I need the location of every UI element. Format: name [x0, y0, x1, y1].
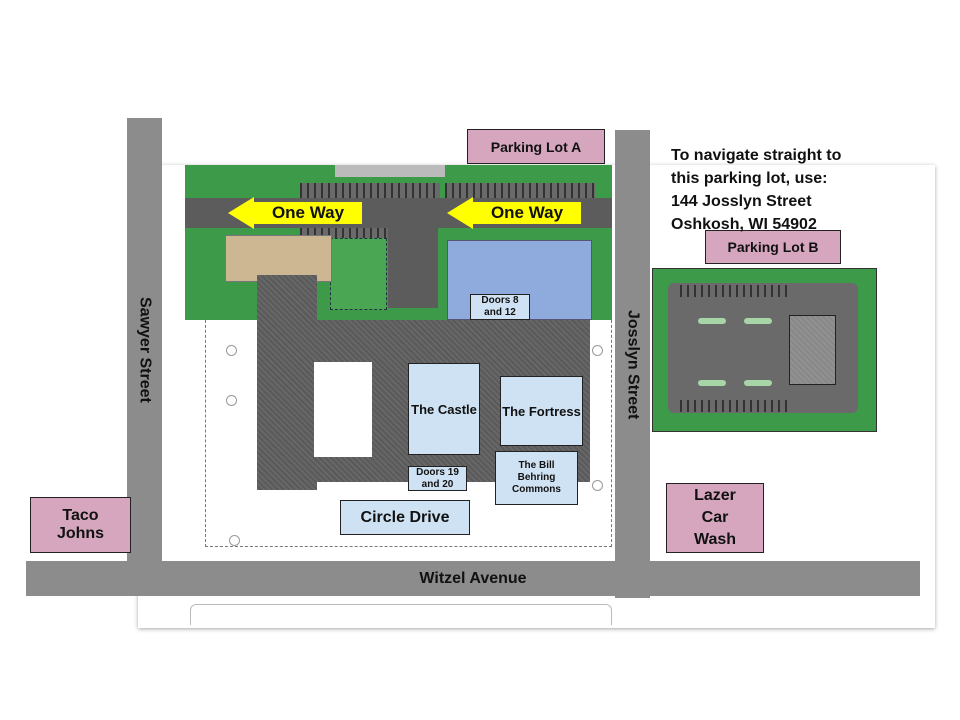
parking-stalls — [680, 400, 790, 412]
courtyard — [330, 238, 387, 310]
parking-aisle — [388, 228, 438, 308]
circle-drive-label: Circle Drive — [340, 500, 470, 535]
the-castle-label: The Castle — [408, 363, 480, 455]
parking-outline — [190, 604, 612, 625]
doors-19-20-label: Doors 19 and 20 — [408, 466, 467, 491]
interior-courtyard — [314, 362, 372, 457]
witzel-avenue: Witzel Avenue — [26, 561, 920, 596]
one-way-label: One Way — [254, 202, 362, 224]
witzel-avenue-label: Witzel Avenue — [419, 569, 527, 587]
parking-island — [698, 380, 726, 386]
note-line: this parking lot, use: — [671, 170, 828, 187]
tree-icon — [229, 535, 240, 546]
doors-8-12-label: Doors 8 and 12 — [470, 294, 530, 320]
lot-b-building — [789, 315, 836, 385]
parking-island — [744, 380, 772, 386]
address-street: 144 Josslyn Street — [671, 193, 812, 210]
parking-lot-b-label: Parking Lot B — [705, 230, 841, 264]
taco-johns-label: Taco Johns — [30, 497, 131, 553]
parking-stalls — [300, 228, 430, 238]
address-city: Oshkosh, WI 54902 — [671, 216, 817, 233]
tree-icon — [226, 345, 237, 356]
one-way-arrow-east: One Way — [447, 197, 581, 229]
one-way-arrow-west: One Way — [228, 197, 362, 229]
arrow-head-icon — [447, 197, 473, 229]
tree-icon — [226, 395, 237, 406]
josslyn-street-label: Josslyn Street — [624, 310, 642, 420]
tree-icon — [592, 480, 603, 491]
josslyn-street — [615, 130, 650, 598]
parking-stalls — [680, 285, 790, 297]
navigation-note: To navigate straight to this parking lot… — [671, 144, 841, 236]
commons-label: The Bill Behring Commons — [495, 451, 578, 505]
west-wing — [257, 275, 317, 490]
tan-building — [225, 235, 332, 282]
one-way-label: One Way — [473, 202, 581, 224]
the-fortress-label: The Fortress — [500, 376, 583, 446]
sawyer-street — [127, 118, 162, 562]
north-building — [335, 165, 445, 177]
tree-icon — [592, 345, 603, 356]
parking-lot-a-label: Parking Lot A — [467, 129, 605, 164]
parking-stalls — [445, 183, 595, 198]
parking-island — [744, 318, 772, 324]
sawyer-street-label: Sawyer Street — [136, 297, 154, 403]
note-line: To navigate straight to — [671, 147, 842, 164]
arrow-head-icon — [228, 197, 254, 229]
lazer-car-wash-label: Lazer Car Wash — [666, 483, 764, 553]
parking-island — [698, 318, 726, 324]
parking-stalls — [300, 183, 440, 198]
